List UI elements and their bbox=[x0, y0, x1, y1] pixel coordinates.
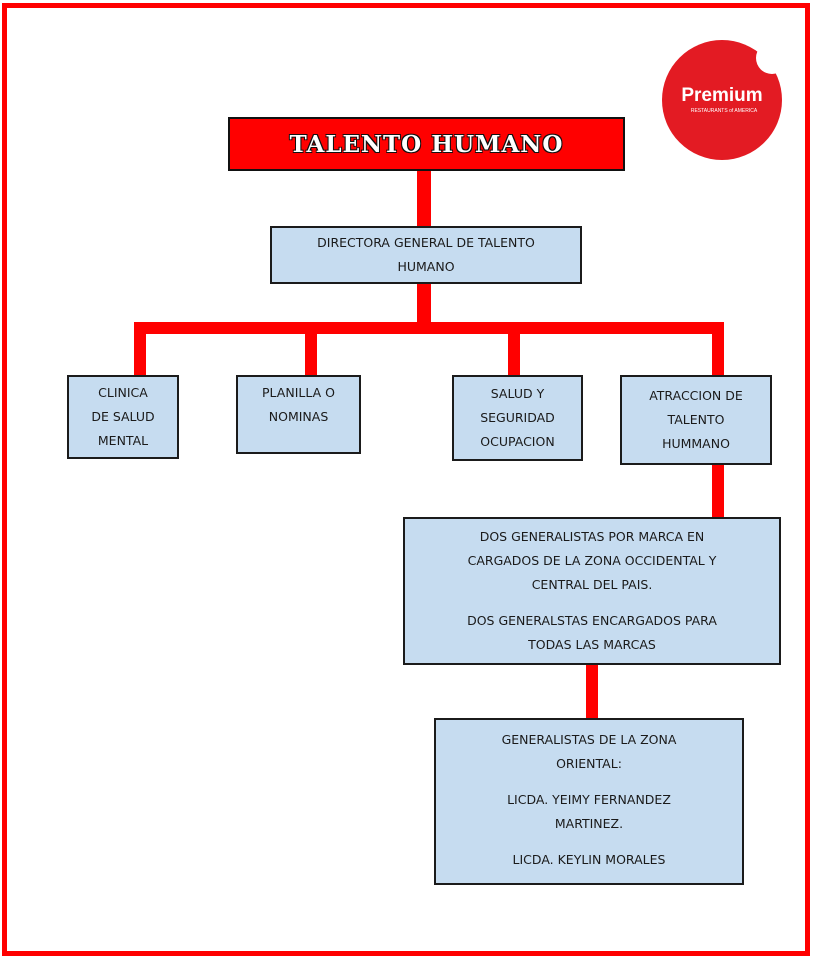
dept-line: OCUPACION bbox=[480, 434, 555, 449]
generalists-line: DOS GENERALSTAS ENCARGADOS PARA bbox=[467, 613, 717, 628]
dept-line: SEGURIDAD bbox=[480, 410, 555, 425]
oriental-line: GENERALISTAS DE LA ZONA bbox=[501, 732, 677, 747]
dept-box-salud: SALUD Y SEGURIDAD OCUPACION bbox=[452, 375, 583, 461]
connector-dept-2 bbox=[305, 322, 317, 375]
dept-line: PLANILLA O bbox=[262, 385, 335, 400]
connector-dept-1 bbox=[134, 322, 146, 375]
dept-line: DE SALUD bbox=[91, 409, 155, 424]
dept-box-planilla: PLANILLA O NOMINAS bbox=[236, 375, 361, 454]
dept-box-atraccion: ATRACCION DE TALENTO HUMMANO bbox=[620, 375, 772, 465]
generalists-line: DOS GENERALISTAS POR MARCA EN bbox=[479, 529, 705, 544]
dept-line: MENTAL bbox=[97, 433, 149, 448]
dept-line: HUMMANO bbox=[662, 436, 730, 451]
logo-circle bbox=[662, 40, 782, 160]
director-box: DIRECTORA GENERAL DE TALENTO HUMANO bbox=[270, 226, 582, 284]
logo-text: Premium bbox=[681, 85, 762, 106]
connector-atraccion-generalists bbox=[712, 465, 724, 517]
connector-dept-4 bbox=[712, 322, 724, 375]
page-border bbox=[2, 3, 810, 956]
dept-line: NOMINAS bbox=[268, 409, 329, 424]
dept-line: ATRACCION DE bbox=[649, 388, 743, 403]
page-title: TALENTO HUMANO bbox=[289, 130, 564, 158]
generalists-line: CARGADOS DE LA ZONA OCCIDENTAL Y bbox=[467, 553, 717, 568]
oriental-line: LICDA. KEYLIN MORALES bbox=[512, 852, 666, 867]
generalists-line: TODAS LAS MARCAS bbox=[528, 637, 656, 652]
connector-director-bus bbox=[417, 284, 431, 326]
director-line-2: HUMANO bbox=[397, 259, 455, 274]
oriental-box: GENERALISTAS DE LA ZONA ORIENTAL: LICDA.… bbox=[434, 718, 744, 885]
connector-horizontal-bus bbox=[134, 322, 724, 334]
logo-tagline: RESTAURANTS of AMERICA bbox=[691, 108, 758, 114]
dept-line: SALUD Y bbox=[490, 386, 545, 401]
generalists-line: CENTRAL DEL PAIS. bbox=[531, 577, 653, 592]
oriental-line: MARTINEZ. bbox=[554, 816, 624, 831]
dept-box-clinica: CLINICA DE SALUD MENTAL bbox=[67, 375, 179, 459]
dept-line: CLINICA bbox=[98, 385, 148, 400]
oriental-line: LICDA. YEIMY FERNANDEZ bbox=[507, 792, 671, 807]
title-box: TALENTO HUMANO bbox=[228, 117, 625, 171]
connector-generalists-oriental bbox=[586, 665, 598, 718]
generalists-box: DOS GENERALISTAS POR MARCA EN CARGADOS D… bbox=[403, 517, 781, 665]
director-line-1: DIRECTORA GENERAL DE TALENTO bbox=[317, 235, 535, 250]
connector-dept-3 bbox=[508, 322, 520, 375]
oriental-line: ORIENTAL: bbox=[556, 756, 622, 771]
dept-line: TALENTO bbox=[667, 412, 725, 427]
premium-logo: Premium RESTAURANTS of AMERICA bbox=[662, 40, 782, 160]
connector-title-director bbox=[417, 171, 431, 226]
